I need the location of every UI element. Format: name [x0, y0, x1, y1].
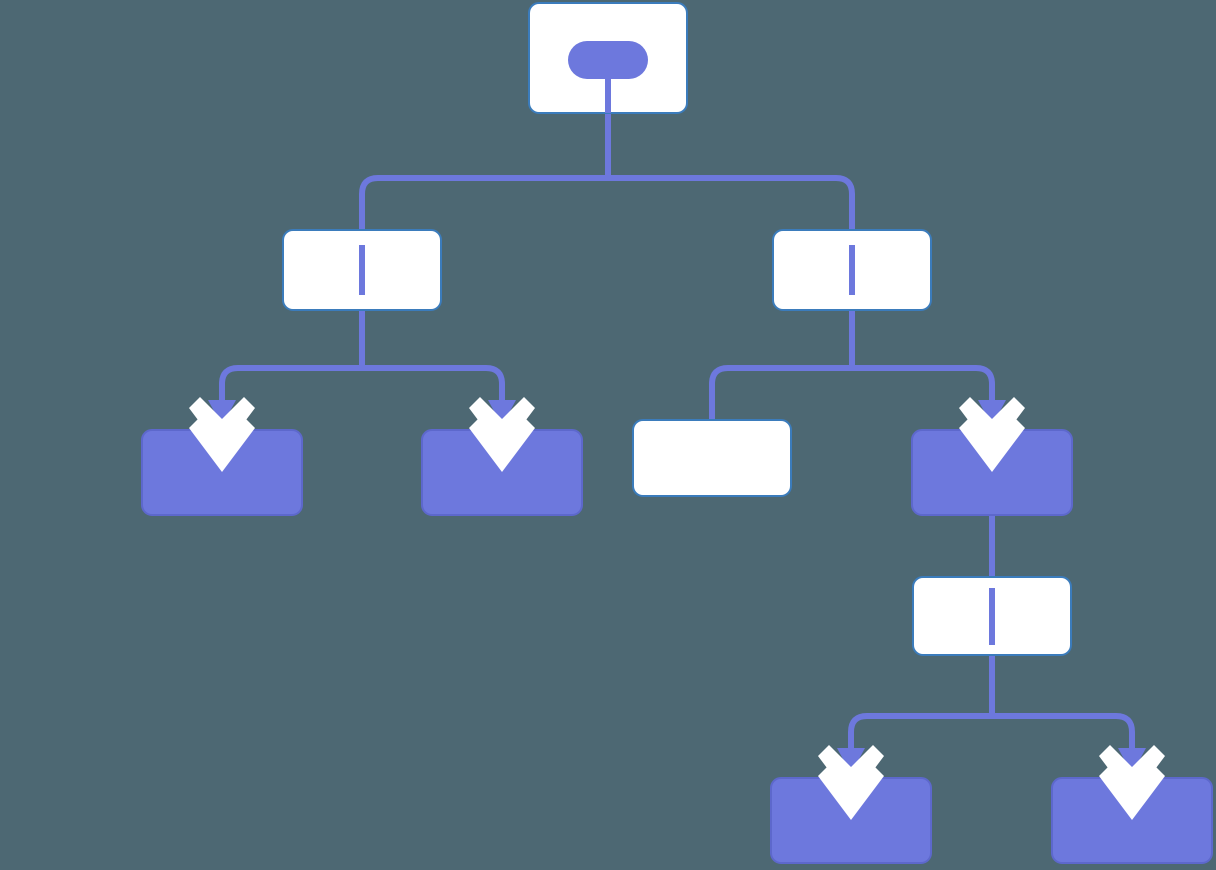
edge-level4-to-level5-right-arrowhead	[1118, 748, 1146, 774]
arrow-marker-level5-right-chevron-upper	[1099, 745, 1165, 800]
arrow-marker-node-a	[189, 397, 255, 472]
edge-level4-to-level5-left	[848, 655, 995, 778]
level4-node[interactable]	[912, 576, 1072, 656]
arrow-layer	[189, 397, 1165, 820]
arrow-marker-node-d-chevron-lower	[959, 417, 1025, 472]
level2-right-node[interactable]	[772, 229, 932, 311]
arrow-marker-node-b-chevron-lower	[469, 417, 535, 472]
edge-level2-left-to-node-b-arrowhead	[488, 400, 516, 426]
arrow-marker-level5-right-chevron-lower	[1099, 765, 1165, 820]
edge-level2-left-to-node-a	[219, 310, 365, 430]
arrow-marker-level5-left-chevron-upper	[818, 745, 884, 800]
level3-node-c[interactable]	[632, 419, 792, 497]
edge-level2-right-to-node-c	[709, 310, 855, 420]
level2-left-node[interactable]	[282, 229, 442, 311]
arrow-marker-level5-left	[818, 745, 884, 820]
edge-root-to-level2-right	[605, 113, 855, 230]
edge-level2-right-to-node-d-arrowhead	[978, 400, 1006, 426]
arrow-marker-level5-right	[1099, 745, 1165, 820]
arrow-marker-level5-left-chevron-lower	[818, 765, 884, 820]
root-node[interactable]	[528, 2, 688, 114]
arrow-marker-node-a-chevron-lower	[189, 417, 255, 472]
edge-level2-right-to-node-d	[849, 310, 995, 430]
edge-root-to-level2-left	[359, 113, 612, 230]
arrow-marker-node-d	[959, 397, 1025, 472]
arrow-marker-node-a-chevron-upper	[189, 397, 255, 452]
arrow-marker-node-d-chevron-upper	[959, 397, 1025, 452]
node-layer	[141, 2, 1213, 864]
edge-level4-to-level5-right	[989, 655, 1135, 778]
edge-layer	[208, 113, 1146, 778]
edge-level2-left-to-node-b	[359, 310, 505, 430]
edge-level2-left-to-node-a-arrowhead	[208, 400, 236, 426]
level3-node-c-body[interactable]	[632, 419, 792, 497]
edge-level4-to-level5-left-arrowhead	[837, 748, 865, 774]
arrow-marker-node-b	[469, 397, 535, 472]
arrow-marker-node-b-chevron-upper	[469, 397, 535, 452]
